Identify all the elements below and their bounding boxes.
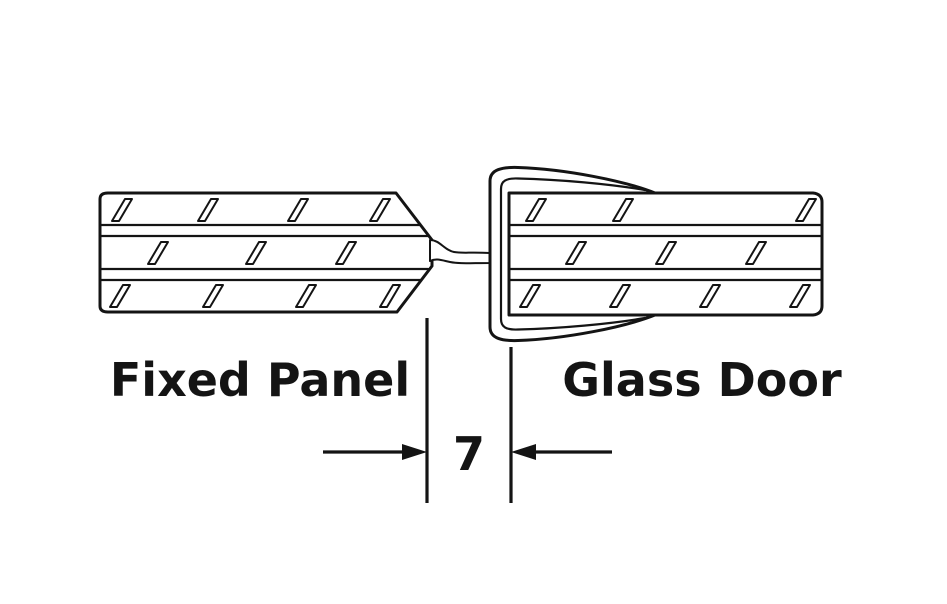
arrowhead-left-icon	[511, 444, 536, 460]
seal-outer-wall	[488, 165, 657, 343]
fixed-panel-label: Fixed Panel	[110, 353, 410, 407]
glass-door-label: Glass Door	[562, 353, 842, 407]
seal-inner-wall	[499, 177, 647, 331]
glass-door-layer-lines	[508, 223, 823, 282]
fixed-panel-glass	[98, 191, 434, 314]
fixed-panel-layer-lines	[99, 223, 430, 282]
arrowhead-right-icon	[402, 444, 427, 460]
gap-dimension: 7	[323, 318, 612, 503]
seal-fin	[429, 239, 491, 265]
fixed-panel	[98, 191, 491, 314]
gap-dimension-value: 7	[453, 427, 485, 481]
glass-door	[507, 191, 824, 317]
